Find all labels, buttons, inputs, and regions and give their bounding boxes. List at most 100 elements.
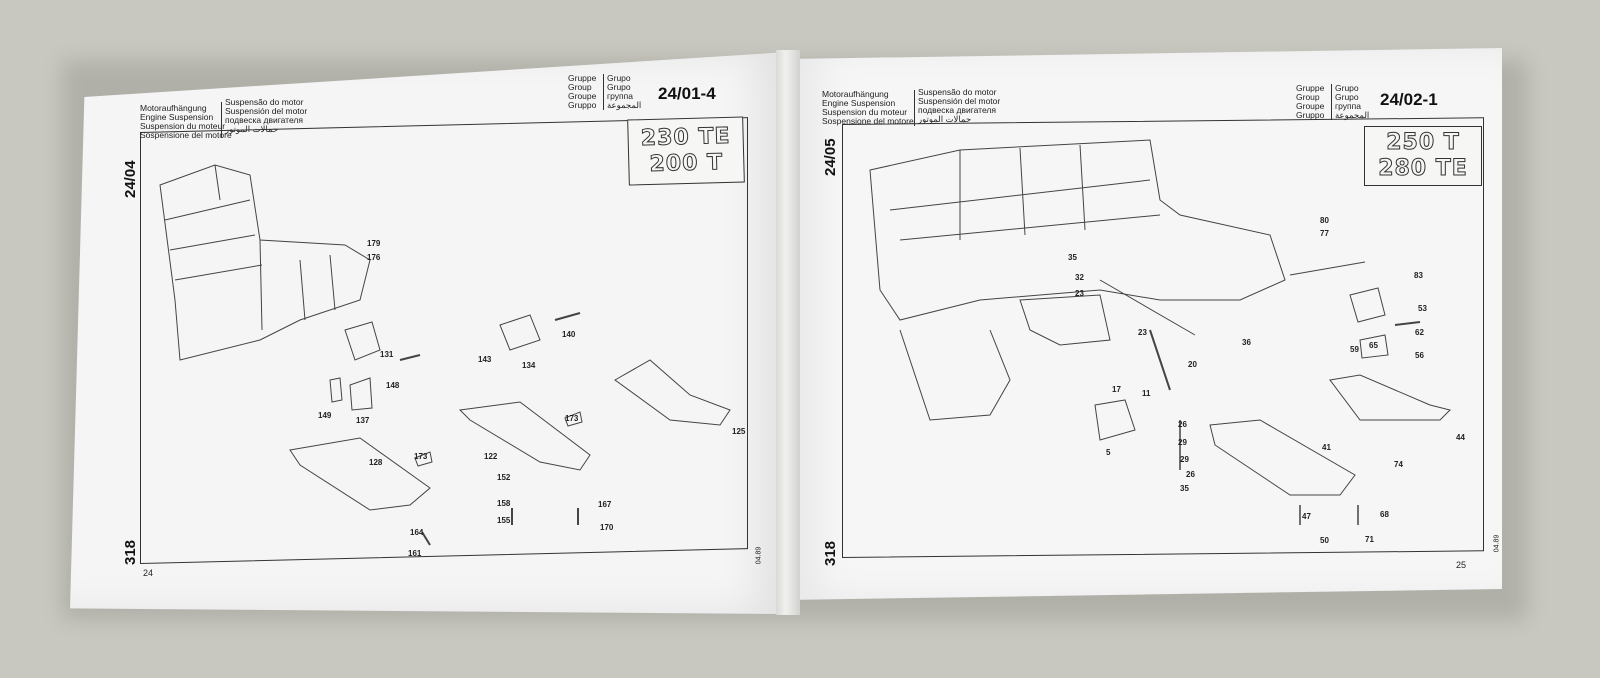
group-label: Groupe [568, 91, 597, 101]
part-callout: 158 [497, 499, 511, 508]
part-callout: 71 [1365, 535, 1374, 544]
part-callout: 59 [1350, 345, 1359, 354]
part-callout: 149 [318, 411, 332, 420]
part-callout: 131 [380, 350, 394, 359]
part-callout: 26 [1178, 420, 1187, 429]
part-callout: 44 [1456, 433, 1465, 442]
part-callout: 56 [1415, 351, 1424, 360]
header-line: Suspensión del motor [225, 106, 308, 116]
part-callout: 140 [562, 330, 576, 339]
part-callout: 53 [1418, 304, 1427, 313]
part-callout: 77 [1320, 229, 1329, 238]
part-callout: 65 [1369, 341, 1378, 350]
part-callout: 29 [1178, 438, 1187, 447]
group-label: Grupo [1335, 92, 1359, 102]
right-footer-page: 25 [1456, 560, 1467, 570]
part-callout: 152 [497, 473, 511, 482]
group-label: Gruppo [568, 100, 597, 110]
header-line: Engine Suspension [822, 98, 896, 108]
part-callout: 143 [478, 355, 492, 364]
header-line: Engine Suspension [140, 112, 214, 122]
part-callout: 122 [484, 452, 498, 461]
group-label: Grupo [1335, 83, 1359, 93]
left-header-titles-b: Suspensão do motor Suspensión del motor … [225, 98, 307, 134]
part-callout: 161 [408, 549, 422, 558]
header-line: Suspensión del motor [918, 96, 1001, 106]
left-group-labels-b: Grupo Grupo группа المجموعة [607, 74, 641, 110]
header-line: подвеска двигателя [225, 115, 303, 125]
part-callout: 179 [367, 239, 381, 248]
part-callout: 167 [598, 500, 612, 509]
part-callout: 29 [1180, 455, 1189, 464]
header-line: подвеска двигателя [918, 105, 996, 115]
group-label: Group [1296, 92, 1320, 102]
header-line: Suspensão do motor [225, 97, 304, 107]
part-callout: 47 [1302, 512, 1311, 521]
group-divider [603, 74, 604, 110]
header-line: Motoraufhängung [140, 103, 207, 113]
part-callout: 50 [1320, 536, 1329, 545]
group-label: المجموعة [1335, 110, 1370, 120]
part-callout: 23 [1075, 289, 1084, 298]
right-group-labels-b: Grupo Grupo группа المجموعة [1335, 84, 1369, 120]
model-badge: 250 T [1386, 130, 1460, 156]
header-line: Sospensione del motore [140, 130, 232, 140]
part-callout: 170 [600, 523, 614, 532]
part-callout: 23 [1138, 328, 1147, 337]
group-label: Groupe [1296, 101, 1325, 111]
part-callout: 176 [367, 253, 381, 262]
header-line: Motoraufhängung [822, 89, 889, 99]
part-callout: 74 [1394, 460, 1403, 469]
part-callout: 32 [1075, 273, 1084, 282]
part-callout: 26 [1186, 470, 1195, 479]
part-callout: 36 [1242, 338, 1251, 347]
header-divider [221, 102, 222, 138]
part-callout: 35 [1068, 253, 1077, 262]
part-callout: 148 [386, 381, 400, 390]
part-callout: 20 [1188, 360, 1197, 369]
group-label: Gruppo [1296, 110, 1325, 120]
part-callout: 35 [1180, 484, 1189, 493]
header-line: حمالات الموتور [918, 114, 972, 124]
part-callout: 68 [1380, 510, 1389, 519]
group-label: группа [1335, 101, 1361, 111]
left-group-labels-a: Gruppe Group Groupe Gruppo [568, 74, 596, 110]
group-label: группа [607, 91, 633, 101]
part-callout: 155 [497, 516, 511, 525]
part-callout: 173 [414, 452, 428, 461]
part-callout: 125 [732, 427, 746, 436]
header-line: Sospensione del motore [822, 116, 914, 126]
left-group-number: 24/01-4 [658, 84, 716, 103]
book-gutter [776, 50, 800, 615]
right-header-titles-b: Suspensão do motor Suspensión del motor … [918, 88, 1000, 124]
part-callout: 128 [369, 458, 383, 467]
part-callout: 41 [1322, 443, 1331, 452]
right-header-titles-a: Motoraufhängung Engine Suspension Suspen… [822, 90, 914, 126]
part-callout: 134 [522, 361, 536, 370]
right-group-labels-a: Gruppe Group Groupe Gruppo [1296, 84, 1324, 120]
group-label: Grupo [607, 82, 631, 92]
part-callout: 164 [410, 528, 424, 537]
part-callout: 137 [356, 416, 370, 425]
group-label: المجموعة [607, 100, 642, 110]
right-group-number: 24/02-1 [1380, 90, 1438, 109]
part-callout: 80 [1320, 216, 1329, 225]
header-line: Suspension du moteur [822, 107, 908, 117]
left-footer-page: 24 [143, 568, 154, 578]
header-line: Suspensão do motor [918, 87, 997, 97]
model-badge: 280 TE [1378, 156, 1468, 182]
part-callout: 11 [1142, 389, 1151, 398]
part-callout: 5 [1106, 448, 1111, 457]
group-label: Group [568, 82, 592, 92]
group-label: Gruppe [1296, 83, 1325, 93]
right-model-box: 250 T 280 TE [1364, 126, 1482, 186]
header-divider [914, 90, 915, 126]
header-line: حمالات الموتور [225, 124, 279, 134]
group-divider [1331, 84, 1332, 120]
group-label: Grupo [607, 73, 631, 83]
part-callout: 17 [1112, 385, 1121, 394]
part-callout: 83 [1414, 271, 1423, 280]
part-callout: 62 [1415, 328, 1424, 337]
